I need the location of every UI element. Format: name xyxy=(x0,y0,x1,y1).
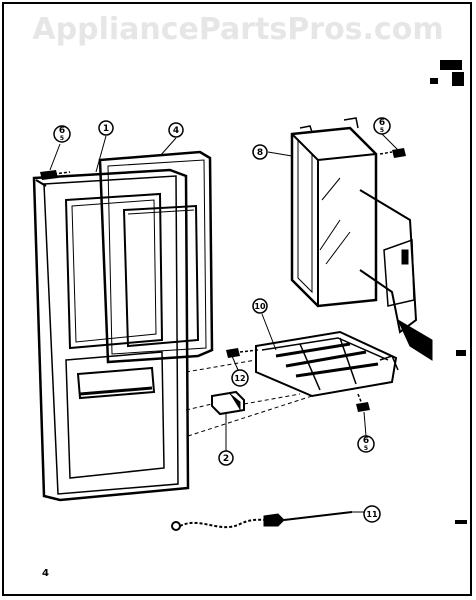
callout-10: 10 xyxy=(254,302,266,311)
callout-4: 4 xyxy=(173,126,179,136)
callout-circles xyxy=(53,117,391,523)
screw-left-top xyxy=(40,170,71,180)
callout-circle-screw-right-top xyxy=(373,117,391,135)
latch-button-part xyxy=(211,390,245,416)
callout-leaders xyxy=(49,133,399,513)
callout-screw-right-top-sub: 5 xyxy=(380,127,384,134)
callout-circle-11 xyxy=(363,505,381,523)
callout-circle-10 xyxy=(252,298,268,314)
pull-chain-part xyxy=(171,511,353,531)
callout-circle-screw-left-top xyxy=(53,125,71,143)
screw-right-top xyxy=(379,148,406,158)
callout-screw-right-bottom-sub: 5 xyxy=(364,445,368,452)
callout-circle-screw-right-bottom xyxy=(357,435,375,453)
callout-1: 1 xyxy=(103,124,109,134)
page-number: 4 xyxy=(42,568,49,579)
scan-specks xyxy=(430,60,467,524)
callout-screw-left-top-sub: 5 xyxy=(60,135,64,142)
callout-8: 8 xyxy=(257,148,263,158)
callout-circle-1 xyxy=(98,120,114,136)
callout-screw-right-bottom: 6 xyxy=(363,436,369,446)
callout-circle-4 xyxy=(168,122,184,138)
assembly-leaders xyxy=(185,359,313,437)
latch-bracket-part xyxy=(255,330,399,398)
callout-circle-8 xyxy=(252,144,268,160)
cabinet-part xyxy=(290,117,433,361)
callout-2: 2 xyxy=(223,454,229,464)
screw-right-bottom xyxy=(356,393,370,412)
callout-circle-2 xyxy=(218,450,234,466)
door-liner-part xyxy=(98,150,214,364)
door-frame-part xyxy=(32,168,190,502)
callout-12: 12 xyxy=(234,374,245,383)
screw-bracket xyxy=(226,348,259,358)
callout-circle-12 xyxy=(231,369,249,387)
callout-screw-right-top: 6 xyxy=(379,118,385,128)
callout-11: 11 xyxy=(366,510,378,519)
diagram-border xyxy=(2,2,472,596)
watermark: AppliancePartsPros.com xyxy=(32,12,444,47)
callout-screw-left-top: 6 xyxy=(59,126,65,136)
